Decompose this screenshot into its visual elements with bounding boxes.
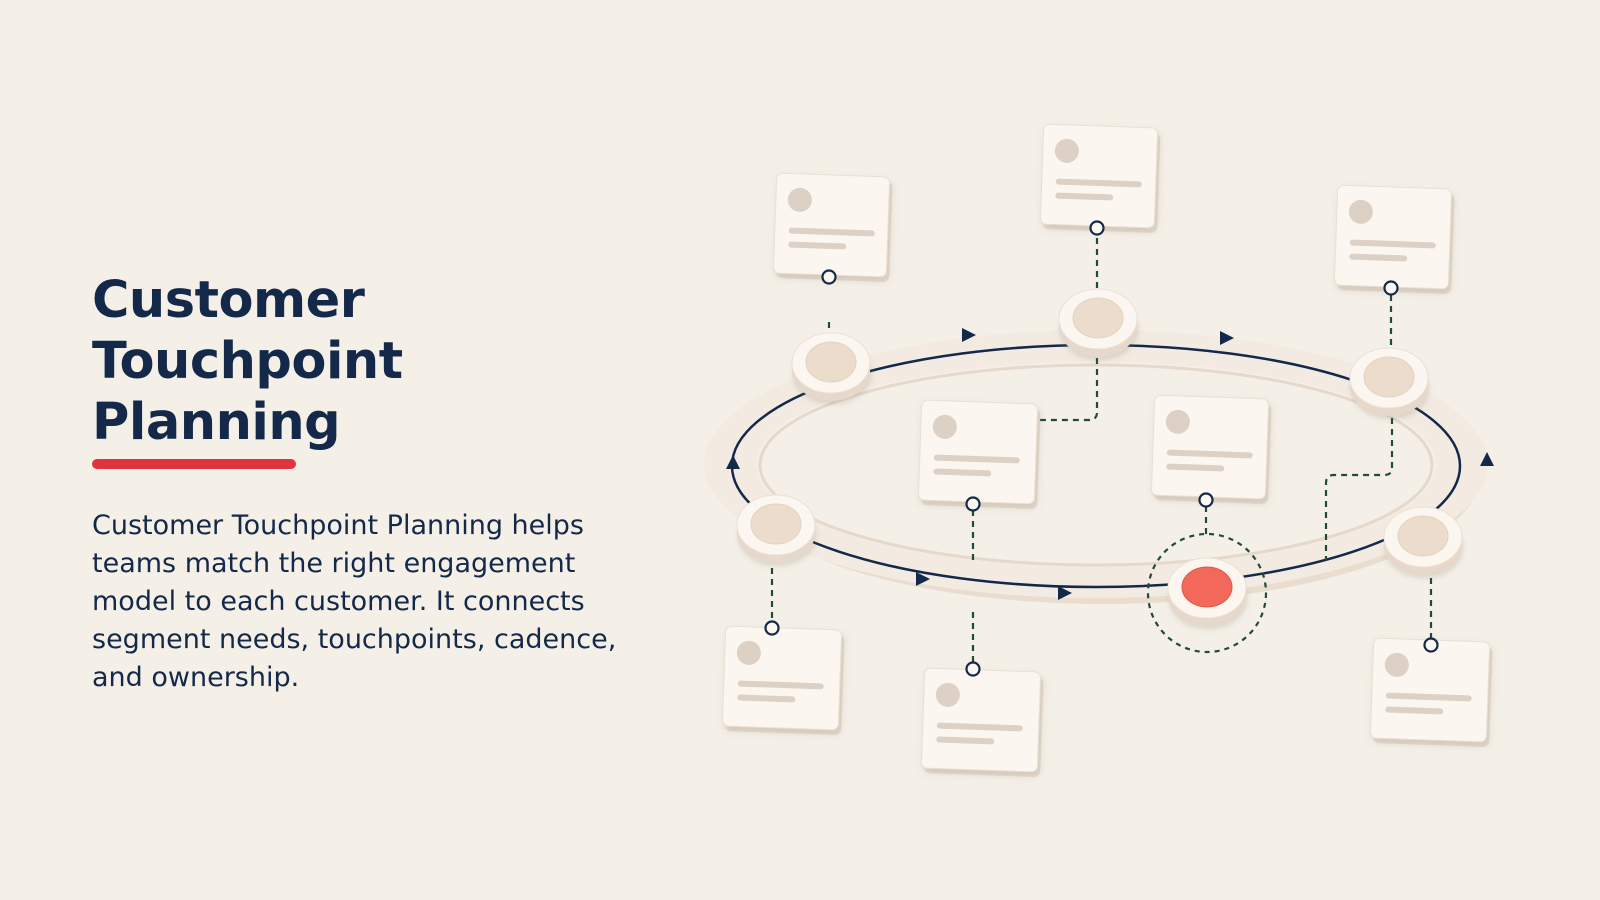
arrow-head-icon [962, 328, 976, 342]
arrow-head-icon [1480, 452, 1494, 466]
touchpoint-card [1039, 123, 1161, 233]
slide-title: Customer Touchpoint Planning [92, 271, 403, 452]
touchpoint-card [772, 172, 893, 282]
profile-card-icon [932, 414, 957, 439]
loop-track [704, 330, 1488, 604]
touchpoint-card [920, 667, 1044, 777]
profile-card-icon [935, 682, 960, 707]
profile-card-icon [1384, 652, 1409, 677]
arrow-head-icon [916, 572, 930, 586]
touchpoint-card [1150, 394, 1272, 504]
title-underline [92, 459, 296, 469]
profile-card-icon [1348, 199, 1373, 224]
arrow-head-icon [726, 455, 740, 469]
touchpoint-cards [721, 123, 1493, 777]
touchpoint-card [1333, 184, 1455, 294]
node-bottom-active [1167, 557, 1247, 626]
text-panel: Customer Touchpoint Planning Customer To… [92, 270, 652, 697]
node-top-right [1349, 347, 1429, 416]
profile-card-icon [1054, 138, 1079, 163]
profile-card-icon [736, 640, 761, 665]
profile-card-icon [787, 187, 812, 212]
direction-arrows [726, 328, 1494, 600]
touchpoint-nodes [736, 288, 1463, 626]
touchpoint-card [917, 399, 1041, 509]
node-top-center [1058, 288, 1138, 357]
node-left [736, 494, 816, 563]
active-focus-ring [1146, 532, 1268, 654]
arrow-head-icon [1058, 586, 1072, 600]
slide-description: Customer Touchpoint Planning helps teams… [92, 510, 617, 693]
arrow-head-icon [1220, 331, 1234, 345]
touchpoint-card [721, 625, 845, 735]
node-right [1383, 506, 1463, 575]
connectors [770, 238, 1433, 664]
touchpoint-card [1369, 637, 1493, 747]
connector-endpoints [764, 220, 1439, 677]
profile-card-icon [1165, 409, 1190, 434]
node-top-left [791, 332, 871, 401]
